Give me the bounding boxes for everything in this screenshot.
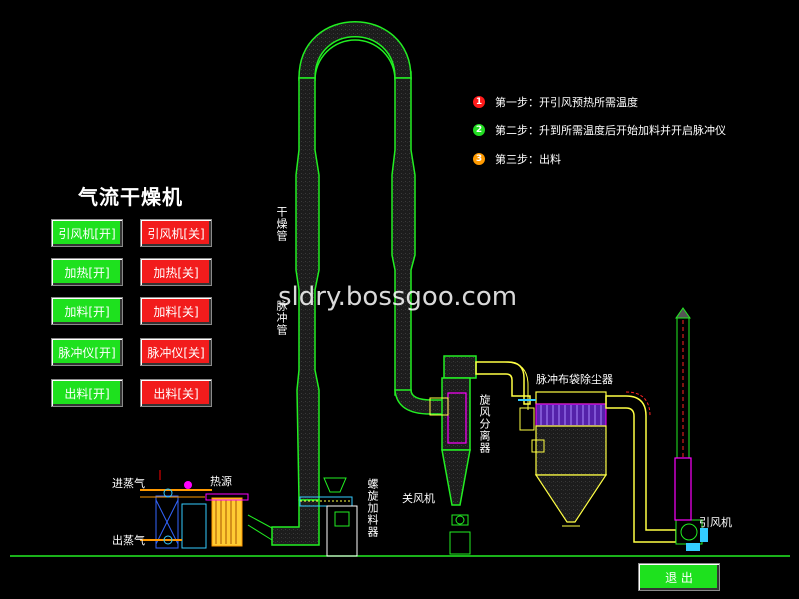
- step-3-text: 第三步：出料: [495, 153, 561, 166]
- step-1: 1 第一步：开引风预热所需温度: [473, 94, 638, 110]
- drying-tube: [295, 21, 416, 501]
- airlock-label: 关风机: [402, 492, 435, 505]
- step-2-text: 第二步：升到所需温度后开始加料并开启脉冲仪: [495, 124, 726, 137]
- page-title: 气流干燥机: [78, 185, 183, 209]
- pulse-pipe-label: 脉冲管: [275, 300, 288, 336]
- heater-label: 热源: [210, 475, 232, 488]
- airlock-valve: [449, 514, 471, 555]
- screw-feeder: [299, 477, 358, 557]
- drying-pipe-label: 干燥管: [275, 206, 288, 242]
- pulse-on-button[interactable]: 脉冲仪[开]: [51, 338, 123, 366]
- cyclone-separator: [441, 355, 477, 506]
- feed-on-button[interactable]: 加料[开]: [51, 297, 123, 325]
- duct-filter-to-fan: [605, 395, 677, 543]
- heater-unit: [155, 493, 273, 549]
- discharge-on-button[interactable]: 出料[开]: [51, 379, 123, 407]
- bag-filter-label: 脉冲布袋除尘器: [536, 373, 613, 386]
- step-2: 2 第二步：升到所需温度后开始加料并开启脉冲仪: [473, 122, 726, 138]
- heat-on-button[interactable]: 加热[开]: [51, 258, 123, 286]
- exit-button[interactable]: 退 出: [638, 563, 720, 591]
- steam-in-label: 进蒸气: [112, 477, 145, 490]
- heat-off-button[interactable]: 加热[关]: [140, 258, 212, 286]
- step-3-badge: 3: [473, 153, 485, 165]
- fan-on-button[interactable]: 引风机[开]: [51, 219, 123, 247]
- feed-off-button[interactable]: 加料[关]: [140, 297, 212, 325]
- step-3: 3 第三步：出料: [473, 151, 561, 167]
- cyclone-label: 旋风分离器: [478, 394, 491, 454]
- induced-fan: [675, 519, 708, 551]
- step-1-badge: 1: [473, 96, 485, 108]
- base-elbow: [271, 499, 320, 546]
- fan-off-button[interactable]: 引风机[关]: [140, 219, 212, 247]
- watermark: sldry.bossgoo.com: [278, 282, 518, 312]
- pulse-off-button[interactable]: 脉冲仪[关]: [140, 338, 212, 366]
- fan-label: 引风机: [699, 516, 732, 529]
- cyclone-inlet: [429, 397, 449, 416]
- discharge-off-button[interactable]: 出料[关]: [140, 379, 212, 407]
- step-2-badge: 2: [473, 124, 485, 136]
- cyclone-inner: [447, 392, 467, 444]
- steam-pipes: [140, 470, 212, 545]
- bag-filter: [518, 391, 608, 527]
- steam-out-label: 出蒸气: [112, 534, 145, 547]
- exhaust-stack: [674, 307, 692, 521]
- screw-feeder-label: 螺旋加料器: [366, 478, 379, 538]
- step-1-text: 第一步：开引风预热所需温度: [495, 96, 638, 109]
